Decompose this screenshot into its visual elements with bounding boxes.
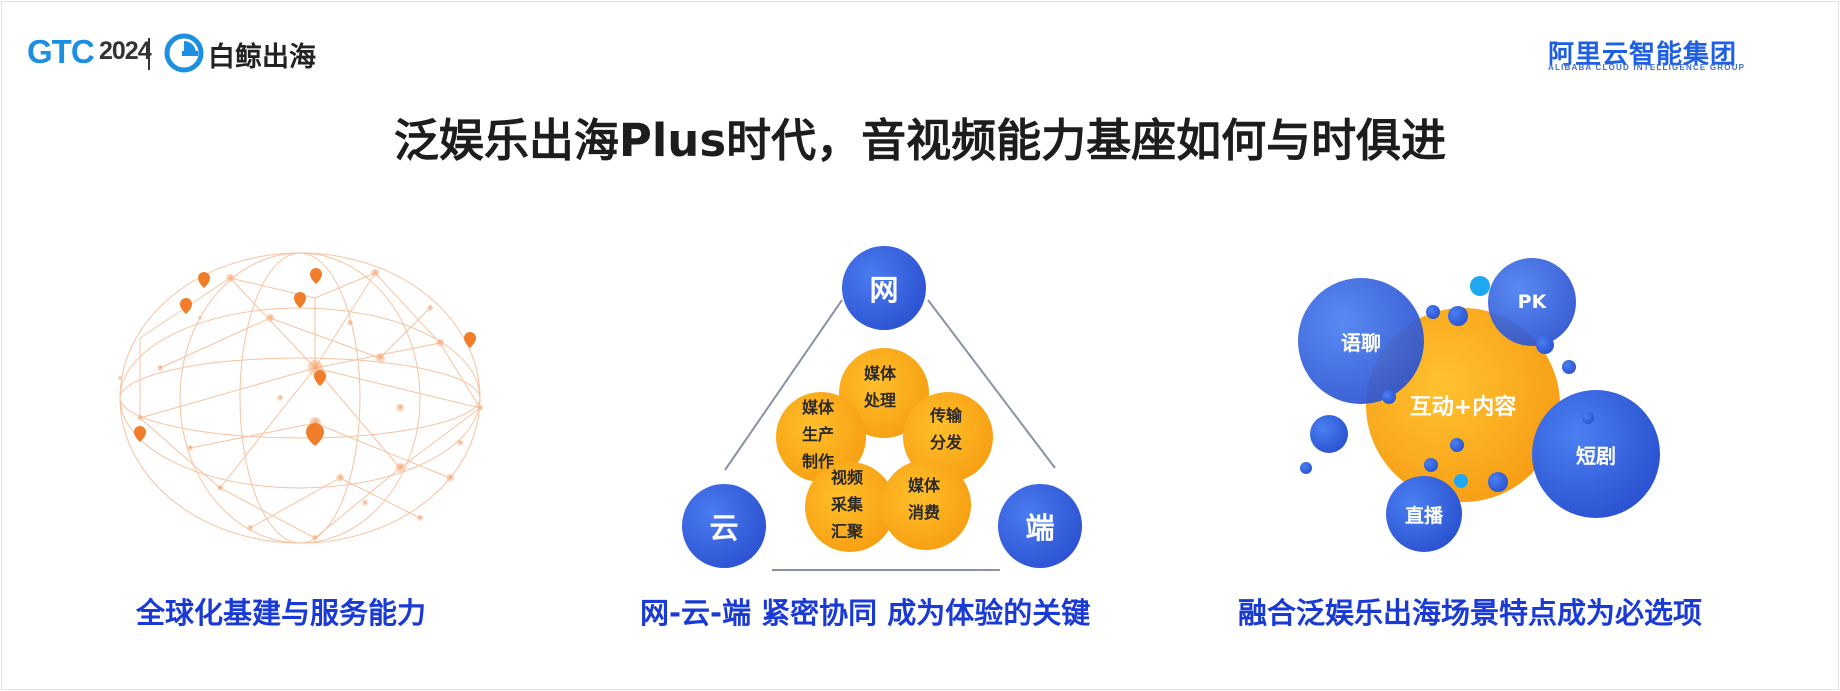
partner-name: 白鲸出海 (208, 42, 316, 73)
decor-dot (1310, 415, 1348, 453)
decor-dot (1426, 305, 1440, 319)
decor-dot (1300, 462, 1312, 474)
caption-global-infrastructure: 全球化基建与服务能力 (136, 596, 427, 630)
gtc-year: 2024 (99, 37, 152, 65)
caption-network-cloud-device: 网-云-端 紧密协同 成为体验的关键 (640, 596, 1091, 630)
petal-media-consume-label: 媒体 消费 (908, 476, 941, 522)
node-cloud: 云 (682, 484, 766, 568)
bubble-pk: PK (1488, 258, 1576, 346)
petal-transmission-label: 传输 分发 (930, 406, 963, 452)
bubble-interaction-content-label: 互动+内容 (1409, 395, 1517, 420)
bubble-live-label: 直播 (1404, 504, 1443, 527)
bubble-short-drama: 短剧 (1532, 390, 1660, 518)
petal-media-production-label: 媒体 生产 制作 (802, 398, 835, 471)
group-name-en: ALIBABA CLOUD INTELLIGENCE GROUP (1548, 63, 1746, 72)
decor-dot (1582, 412, 1594, 424)
group-name-cn: 阿里云智能集团 (1548, 40, 1738, 70)
caption-entertainment-scenes: 融合泛娱乐出海场景特点成为必选项 (1238, 596, 1703, 630)
globe-network-graphic (118, 252, 483, 544)
node-device: 端 (998, 484, 1082, 568)
node-network-label: 网 (869, 273, 899, 307)
bubble-pk-label: PK (1517, 291, 1547, 313)
decor-dot (1488, 472, 1508, 492)
node-cloud-label: 云 (709, 511, 739, 545)
page-title: 泛娱乐出海Plus时代，音视频能力基座如何与时俱进 (393, 114, 1447, 167)
petal-media-process-label: 媒体 处理 (864, 364, 897, 410)
decor-dot (1454, 474, 1468, 488)
node-network: 网 (842, 246, 926, 330)
bubble-chat: 语聊 (1298, 278, 1424, 404)
whale-logo-icon (164, 33, 204, 73)
petal-media-consume (881, 460, 971, 550)
bubble-chat-label: 语聊 (1341, 330, 1381, 355)
decor-dot (1562, 360, 1576, 374)
bubble-live: 直播 (1386, 476, 1462, 552)
petal-video-capture (805, 462, 895, 552)
header-divider (148, 38, 150, 70)
decor-dot (1448, 306, 1468, 326)
decor-dot (1382, 390, 1396, 404)
gtc-logo: GTC (27, 33, 95, 70)
decor-dot (1424, 458, 1438, 472)
petal-video-capture-label: 视频 采集 汇聚 (831, 468, 864, 541)
triangle-connector-lines (724, 299, 1056, 571)
decor-dot (1450, 438, 1464, 452)
node-device-label: 端 (1025, 511, 1055, 545)
bubble-short-drama-label: 短剧 (1576, 443, 1616, 468)
decor-dot (1470, 276, 1490, 296)
decor-dot (1536, 336, 1554, 354)
